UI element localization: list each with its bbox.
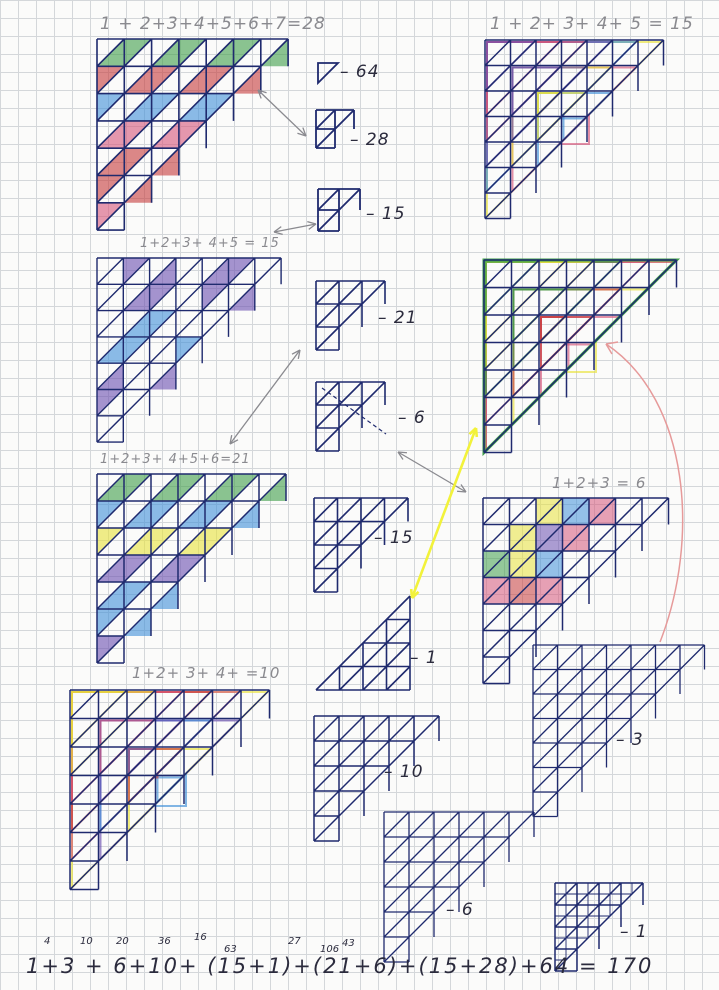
arrow-6 — [398, 452, 466, 492]
label-6a: – 6 — [398, 408, 426, 428]
label-3-value: 3 — [632, 730, 644, 750]
running-sum-9: 43 — [342, 938, 355, 949]
label-3: – 3 — [616, 730, 644, 750]
label-15b: – 15 — [374, 528, 414, 548]
equation-10: 1+2+ 3+ 4+ =10 — [132, 664, 280, 682]
shape-2-cells-28 — [316, 110, 354, 148]
equation-6: 1+2+3 = 6 — [552, 474, 646, 492]
running-sum-7: 27 — [288, 936, 301, 947]
running-sum-8: 106 — [320, 944, 339, 955]
label-21-value: 21 — [394, 308, 418, 328]
arrow-21 — [230, 350, 300, 444]
label-28-value: 28 — [366, 130, 390, 150]
equation-15-top: 1 + 2+ 3+ 4+ 5 = 15 — [490, 14, 694, 34]
shape-1-cell-64 — [318, 63, 338, 83]
label-6b-value: 6 — [462, 900, 474, 920]
label-6b: – 6 — [446, 900, 474, 920]
label-1a-value: 1 — [426, 648, 438, 668]
label-1b-value: 1 — [636, 922, 648, 942]
running-sum-4: 36 — [158, 936, 171, 947]
triangle-6-count-6 — [384, 812, 534, 962]
bottom-equation: 1+3 + 6+10+ (15+1)+(21+6)+(15+28)+64 = 1… — [26, 954, 653, 978]
label-64: – 64 — [340, 62, 380, 82]
label-64-value: 64 — [356, 62, 380, 82]
running-sum-1: 4 — [44, 936, 50, 947]
running-sum-3: 20 — [116, 936, 129, 947]
arrow-28 — [258, 90, 306, 136]
running-sum-2: 10 — [80, 936, 93, 947]
label-10-value: 10 — [400, 762, 424, 782]
label-1b: – 1 — [620, 922, 648, 942]
running-sum-5: 16 — [194, 932, 207, 943]
shape-2-cells-15 — [318, 189, 360, 231]
equation-21: 1+2+3+ 4+5+6=21 — [100, 452, 251, 467]
label-15b-value: 15 — [390, 528, 414, 548]
dashed-diagonal — [322, 388, 386, 434]
label-1a: – 1 — [410, 648, 438, 668]
shape-3-cells-21 — [316, 281, 385, 350]
label-6a-value: 6 — [414, 408, 426, 428]
shape-4-cells-1 — [316, 596, 410, 690]
arrow-yellow — [412, 428, 476, 598]
running-sum-6: 63 — [224, 944, 237, 955]
label-28: – 28 — [350, 130, 390, 150]
label-21: – 21 — [378, 308, 418, 328]
equation-15-mid: 1+2+3+ 4+5 = 15 — [140, 236, 280, 251]
label-15a-value: 15 — [382, 204, 406, 224]
shape-3-cells-6 — [316, 382, 385, 451]
arrow-red-curve — [606, 344, 683, 642]
label-15a: – 15 — [366, 204, 406, 224]
label-10: – 10 — [384, 762, 424, 782]
equation-28: 1 + 2+3+4+5+6+7=28 — [100, 14, 326, 34]
